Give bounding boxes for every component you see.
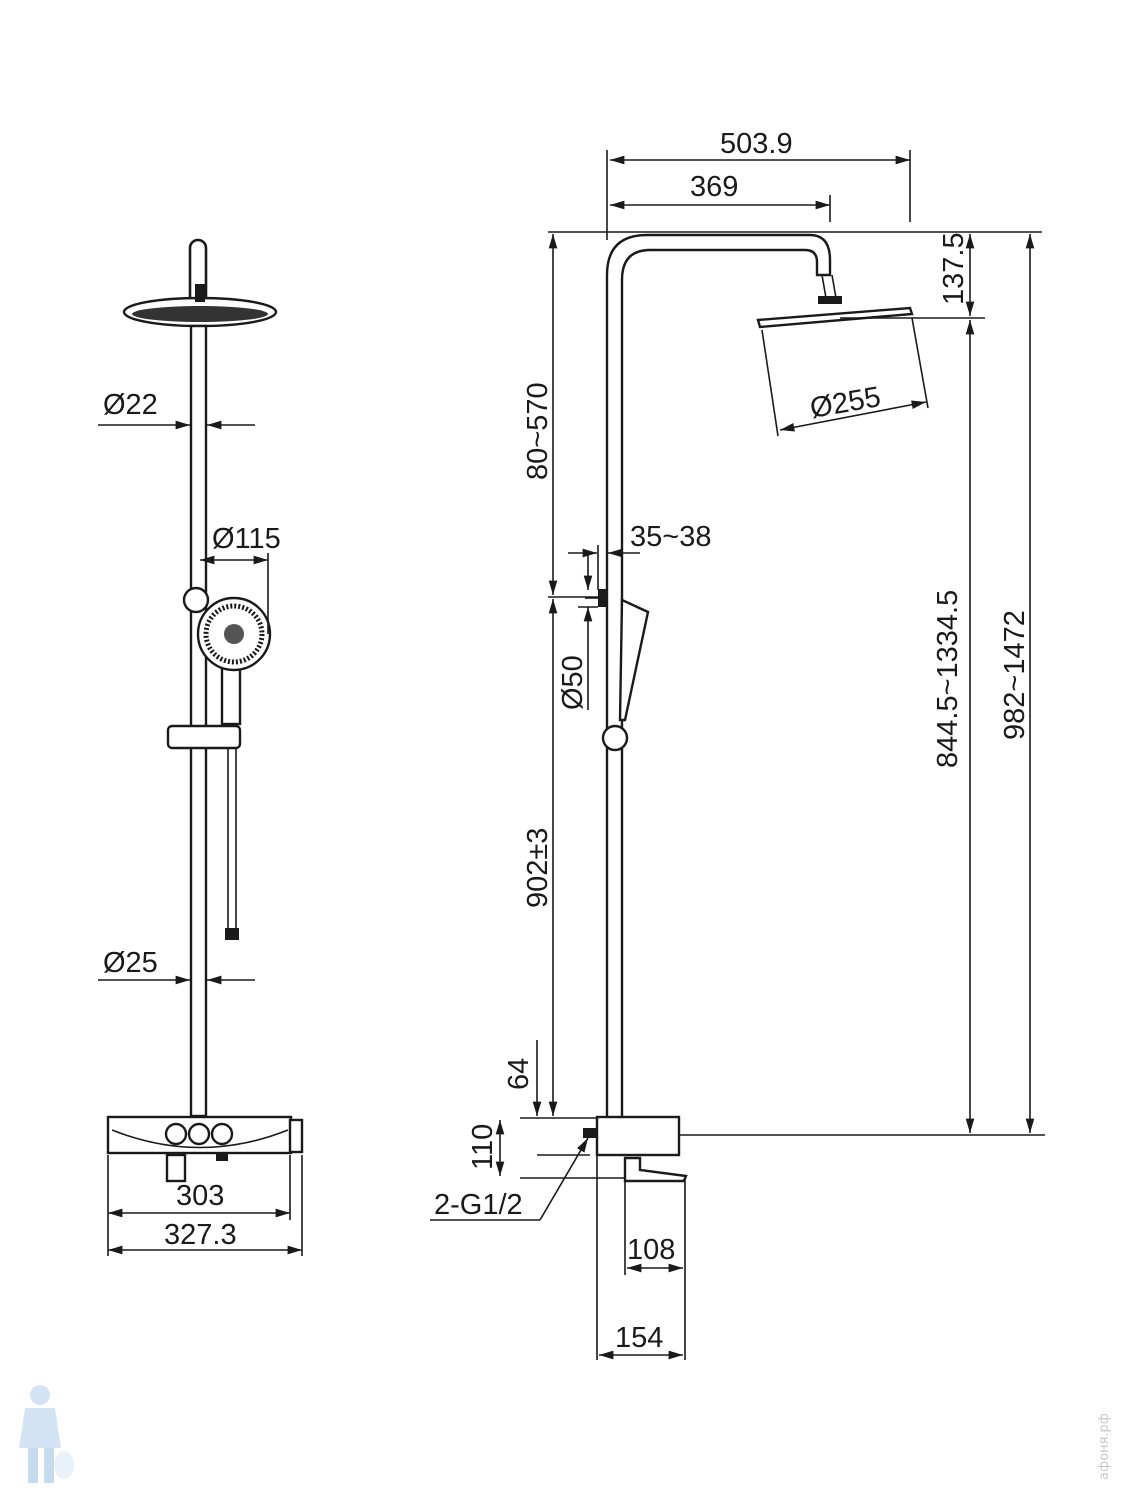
riser-pipe	[189, 324, 208, 1118]
thermostat-body-front	[106, 1115, 304, 1183]
dim-pipe-upper: Ø22	[98, 389, 255, 430]
dim-label: Ø115	[212, 523, 281, 555]
shower-arm	[605, 233, 832, 1120]
dim-label: 844.5~1334.5	[932, 590, 964, 768]
plumber-logo	[19, 1385, 74, 1483]
dim-label: Ø50	[557, 655, 589, 710]
dim-label: 154	[615, 1322, 663, 1354]
dim-label: 110	[467, 1124, 499, 1170]
dim-label: 982~1472	[999, 610, 1031, 740]
dim-depths: 108 154	[596, 1155, 686, 1360]
dim-label: 64	[503, 1058, 535, 1090]
dim-label: Ø255	[808, 381, 883, 425]
dim-label: 2-G1/2	[434, 1189, 523, 1221]
dim-label: 108	[627, 1234, 675, 1266]
dim-bracket-diameter: Ø50	[557, 555, 598, 710]
thermostat-body-side	[583, 1115, 688, 1183]
top-pipe-end	[188, 238, 208, 300]
slider	[166, 724, 242, 750]
dim-reach: 503.9 369	[606, 128, 911, 240]
dim-label: 303	[176, 1180, 224, 1212]
dim-wall-offset: 35~38	[568, 521, 711, 590]
dim-label: 902±3	[522, 828, 554, 908]
dim-label: 503.9	[720, 128, 793, 160]
dim-pipe-lower: Ø25	[98, 947, 255, 985]
dim-label: 369	[690, 171, 738, 203]
dim-widths: 303 327.3	[107, 1155, 303, 1256]
dim-label: 80~570	[522, 382, 554, 480]
dim-vertical-left: 80~570 902±3	[522, 234, 600, 1116]
overhead-shower-head-side	[756, 306, 914, 329]
hand-shower-front	[182, 586, 272, 726]
watermark: афоня.рф	[1097, 1413, 1112, 1480]
dim-label: Ø22	[103, 389, 158, 421]
dim-base: 64 110 2-G1/2	[430, 1040, 625, 1221]
overhead-shower-head-front	[122, 284, 278, 328]
dim-label: 35~38	[630, 521, 711, 553]
dim-head-diameter: Ø255	[761, 317, 929, 437]
dim-hand-shower: Ø115	[200, 523, 281, 634]
dim-label: 327.3	[164, 1219, 237, 1251]
hose	[227, 748, 237, 932]
slider-side	[601, 724, 629, 752]
dim-heights: 137.5 844.5~1334.5 982~1472	[548, 231, 1045, 1136]
side-view: 503.9 369 137.5 844.5~1334.5 982~1472 Ø2…	[430, 128, 1045, 1360]
wall-bracket	[585, 589, 607, 607]
dim-label: Ø25	[103, 947, 158, 979]
dim-label: 137.5	[938, 232, 970, 305]
front-view: Ø22 Ø115 Ø25 303 327.3	[98, 238, 304, 1256]
hand-shower-side	[618, 598, 650, 722]
